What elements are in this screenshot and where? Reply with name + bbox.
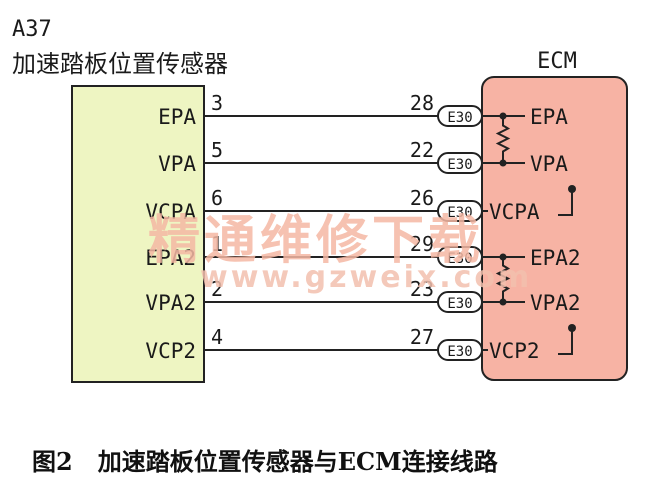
sensor-pin-label: EPA2 <box>145 246 196 270</box>
watermark-site-name: 精通维修下载 <box>148 210 484 271</box>
ecm-pin-label: VCP2 <box>489 339 540 363</box>
ecm-pin-number: 29 <box>410 232 434 256</box>
sensor-pin-number: 4 <box>211 325 223 349</box>
ecm-pin-label: EPA <box>530 105 568 129</box>
sensor-pin-label: EPA <box>158 105 196 129</box>
supply-terminal <box>568 185 576 193</box>
ecm-title: ECM <box>537 49 577 74</box>
sensor-pin-number: 1 <box>211 232 223 256</box>
connector-label: E30 <box>447 157 472 173</box>
sensor-name: 加速踏板位置传感器 <box>12 50 228 78</box>
sensor-pin-label: VPA <box>158 152 196 176</box>
ecm-pin-number: 26 <box>410 186 434 210</box>
ecm-internal-circuit <box>482 112 576 355</box>
resistor-symbol <box>495 257 511 302</box>
ecm-box <box>481 76 628 381</box>
connector-label: E30 <box>447 344 472 360</box>
ecm-pin-label: VCPA <box>489 200 540 224</box>
sensor-id: A37 <box>12 17 52 42</box>
connector-label: E30 <box>447 205 472 221</box>
figure-caption: 图2 加速踏板位置传感器与ECM连接线路 <box>32 447 499 476</box>
ecm-pin-number: 23 <box>410 277 434 301</box>
sensor-pin-label: VPA2 <box>145 291 196 315</box>
ecm-pin-label: VPA2 <box>530 291 581 315</box>
ecm-pin-number: 28 <box>410 91 434 115</box>
connector-label: E30 <box>447 251 472 267</box>
watermark-url: www.gzweix.com <box>200 260 532 295</box>
ecm-pin-label: EPA2 <box>530 246 581 270</box>
sensor-pin-number: 5 <box>211 138 223 162</box>
sensor-box <box>71 85 205 383</box>
ecm-pin-number: 22 <box>410 138 434 162</box>
resistor-symbol <box>495 116 511 163</box>
sensor-pin-label: VCP2 <box>145 339 196 363</box>
supply-line <box>558 191 573 216</box>
connector-label: E30 <box>447 296 472 312</box>
supply-line <box>558 330 573 355</box>
sensor-pin-number: 3 <box>211 91 223 115</box>
connector-label: E30 <box>447 110 472 126</box>
supply-terminal <box>568 324 576 332</box>
ecm-pin-label: VPA <box>530 152 568 176</box>
sensor-pin-number: 6 <box>211 186 223 210</box>
ecm-pin-number: 27 <box>410 325 434 349</box>
sensor-pin-label: VCPA <box>145 200 196 224</box>
sensor-pin-number: 2 <box>211 277 223 301</box>
